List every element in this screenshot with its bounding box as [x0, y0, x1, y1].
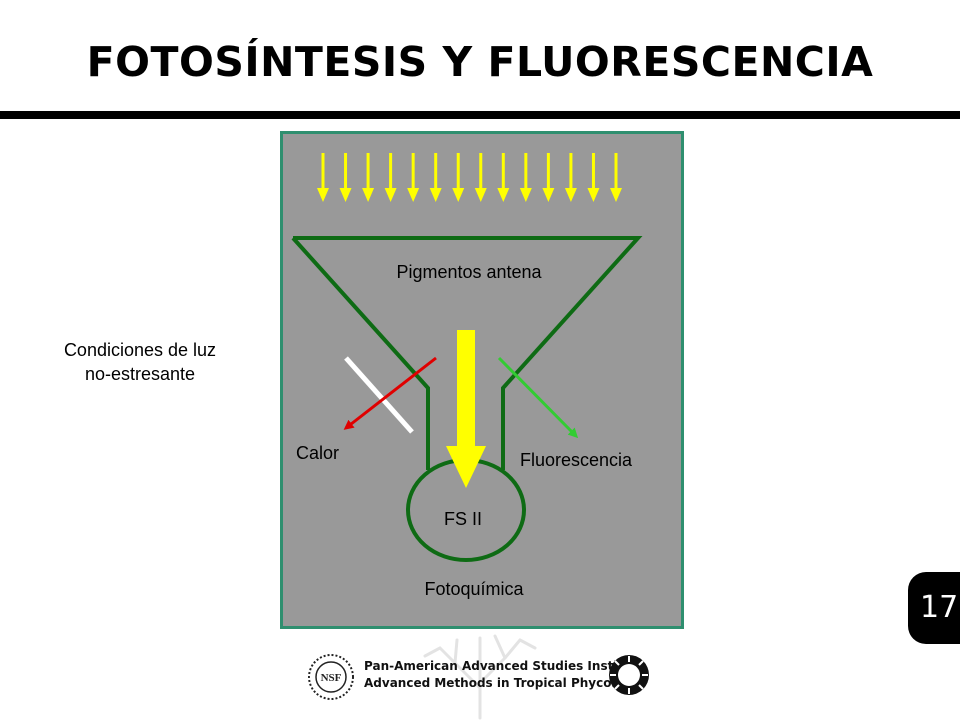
light-arrow-head	[362, 188, 375, 202]
fluorescence-label: Fluorescencia	[520, 450, 633, 470]
condition-label-line2: no-estresante	[84, 364, 196, 384]
slide-title: FOTOSÍNTESIS Y FLUORESCENCIA	[86, 38, 874, 86]
fluorescence-arrow	[497, 356, 579, 439]
light-arrow-head	[452, 188, 465, 202]
institute-logo-icon	[609, 655, 649, 695]
antenna-label: Pigmentos antena	[396, 262, 542, 282]
light-arrow-head	[429, 188, 442, 202]
photochemistry-arrow	[446, 330, 486, 488]
nsf-logo-text: NSF	[321, 672, 342, 684]
light-arrow-head	[474, 188, 487, 202]
light-arrow-head	[339, 188, 352, 202]
incoming-light-arrows	[317, 153, 622, 202]
seaweed-watermark-icon	[423, 634, 537, 720]
institute-line2: Advanced Methods in Tropical Phycology	[364, 676, 641, 690]
heat-blocker-line	[344, 356, 414, 434]
institute-text: Pan-American Advanced Studies Institute …	[364, 658, 646, 692]
light-arrow-head	[610, 188, 622, 202]
light-arrow-head	[384, 188, 397, 202]
condition-label-line1: Condiciones de luz	[63, 340, 217, 360]
photochemistry-label: Fotoquímica	[424, 579, 524, 599]
light-arrow-head	[564, 188, 577, 202]
page-number-badge: 17	[908, 572, 960, 644]
title-divider	[0, 111, 960, 119]
condition-label: Condiciones de luz no-estresante	[20, 338, 260, 386]
heat-label: Calor	[296, 443, 339, 463]
institute-line1: Pan-American Advanced Studies Institute	[364, 659, 646, 673]
heat-arrow	[343, 356, 437, 430]
light-arrow-head	[542, 188, 555, 202]
diagram-panel	[280, 131, 684, 629]
light-arrow-head	[519, 188, 532, 202]
light-arrow-head	[407, 188, 420, 202]
light-arrow-head	[317, 188, 329, 202]
antenna-funnel	[291, 236, 643, 470]
light-arrow-head	[497, 188, 510, 202]
light-arrow-head	[587, 188, 600, 202]
psii-label: FS II	[444, 509, 482, 529]
nsf-logo-icon: NSF	[308, 654, 354, 700]
